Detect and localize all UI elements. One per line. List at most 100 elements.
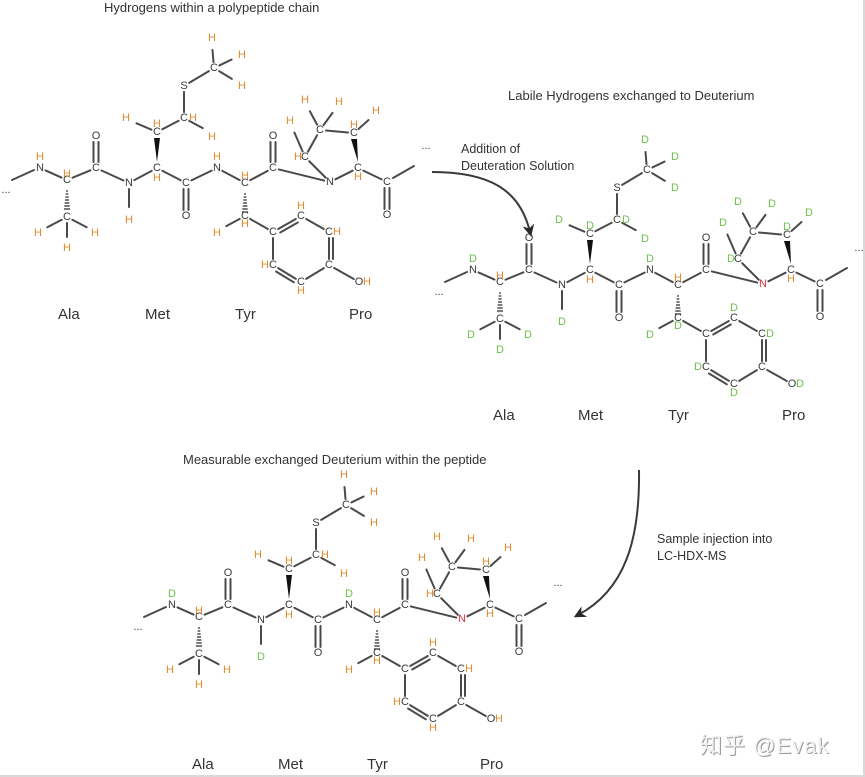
ring-h: H (429, 722, 437, 734)
carbon-atom: C (195, 611, 203, 623)
methyl-h: D (467, 329, 475, 341)
carbon-atom: C (515, 613, 523, 625)
side-h: D (727, 253, 735, 265)
amide-h: H (125, 214, 133, 226)
carbon-atom: C (730, 312, 738, 324)
side-h: H (345, 664, 353, 676)
nitrogen-atom: N (345, 599, 353, 611)
carbon-atom: C (702, 328, 710, 340)
sulfur-atom: S (613, 182, 620, 194)
residue-label-tyr: Tyr (668, 407, 689, 424)
residue-label-pro: Pro (782, 407, 806, 424)
alpha-hydrogen: H (195, 605, 203, 617)
carbon-atom: C (613, 214, 621, 226)
side-h: H (467, 533, 475, 545)
methyl-h: H (340, 469, 348, 481)
oxygen-atom: O (515, 646, 524, 658)
side-h: H (241, 218, 249, 230)
side-h: H (286, 115, 294, 127)
oxygen-atom: O (525, 232, 534, 244)
ring-h: H (465, 663, 473, 675)
ring-h: D (766, 328, 774, 340)
carbon-atom: C (63, 211, 71, 223)
methyl-h: H (238, 49, 246, 61)
carbon-atom: C (269, 226, 277, 238)
carbon-atom: C (615, 279, 623, 291)
oxygen-atom: O (383, 209, 392, 221)
side-h: D (783, 221, 791, 233)
methyl-h: D (641, 134, 649, 146)
carbon-atom: C (496, 276, 504, 288)
side-h: H (482, 556, 490, 568)
carbon-atom: C (301, 151, 309, 163)
nitrogen-atom: N (469, 264, 477, 276)
carbon-atom: C (373, 614, 381, 626)
carbon-atom: C (325, 259, 333, 271)
carbon-atom: C (297, 210, 305, 222)
residue-label-met: Met (278, 756, 304, 773)
step-label-deuteration: Addition of Deuteration Solution (461, 142, 575, 173)
side-h: H (189, 112, 197, 124)
alpha-hydrogen: H (373, 607, 381, 619)
oxygen-atom: O (92, 130, 101, 142)
arrow-injection (573, 469, 641, 618)
nitrogen-atom: N (558, 279, 566, 291)
carbon-atom: C (816, 278, 824, 290)
hydroxyl-oxygen: O (355, 276, 364, 288)
side-h: D (768, 198, 776, 210)
side-h: D (734, 196, 742, 208)
carbon-atom: C (702, 264, 710, 276)
carbon-atom: C (383, 176, 391, 188)
ring-h: D (694, 361, 702, 373)
hydroxyl-h: H (363, 276, 371, 288)
ring-h: D (730, 387, 738, 399)
side-h: H (285, 555, 293, 567)
residue-label-met: Met (145, 306, 171, 323)
alpha-hydrogen: H (153, 172, 161, 184)
alpha-hydrogen: H (674, 272, 682, 284)
carbon-atom: C (586, 228, 594, 240)
side-h: H (372, 105, 380, 117)
carbon-atom: C (285, 563, 293, 575)
methyl-h: H (195, 679, 203, 691)
carbon-atom: C (153, 162, 161, 174)
carbon-atom: C (702, 361, 710, 373)
ring-h: H (297, 200, 305, 212)
methyl-h: D (524, 329, 532, 341)
watermark: 知乎 @Evak (700, 733, 830, 758)
side-h: H (301, 94, 309, 106)
side-h: H (418, 552, 426, 564)
carbon-atom: C (373, 647, 381, 659)
oxygen-atom: O (314, 647, 323, 659)
carbon-atom: C (312, 549, 320, 561)
carbon-atom: C (401, 599, 409, 611)
carbon-atom: C (674, 279, 682, 291)
nitrogen-atom: N (36, 162, 44, 174)
alpha-hydrogen: H (241, 170, 249, 182)
carbon-atom: C (496, 313, 504, 325)
amide-deuterium: D (469, 253, 477, 265)
amide-hydrogen: H (36, 151, 44, 163)
side-h: D (586, 220, 594, 232)
alpha-hydrogen: H (496, 270, 504, 282)
oxygen-atom: O (182, 210, 191, 222)
carbon-atom: C (758, 361, 766, 373)
alpha-hydrogen: H (63, 168, 71, 180)
methyl-h: H (370, 486, 378, 498)
carbon-atom: C (297, 276, 305, 288)
carbon-atom: C (180, 112, 188, 124)
chain-ellipsis-right: ... (854, 242, 863, 254)
alpha-hydrogen: H (486, 608, 494, 620)
ring-h: H (393, 696, 401, 708)
panel-title-deuterated: Labile Hydrogens exchanged to Deuterium (508, 88, 755, 103)
carbon-atom: C (457, 663, 465, 675)
panel-title-native: Hydrogens within a polypeptide chain (104, 0, 320, 15)
side-h: D (719, 217, 727, 229)
residue-label-pro: Pro (349, 306, 373, 323)
carbon-atom: C (401, 663, 409, 675)
chain-ellipsis-left: ... (1, 184, 10, 196)
carbon-atom: C (354, 162, 362, 174)
methyl-h: H (238, 80, 246, 92)
oxygen-atom: O (816, 311, 825, 323)
